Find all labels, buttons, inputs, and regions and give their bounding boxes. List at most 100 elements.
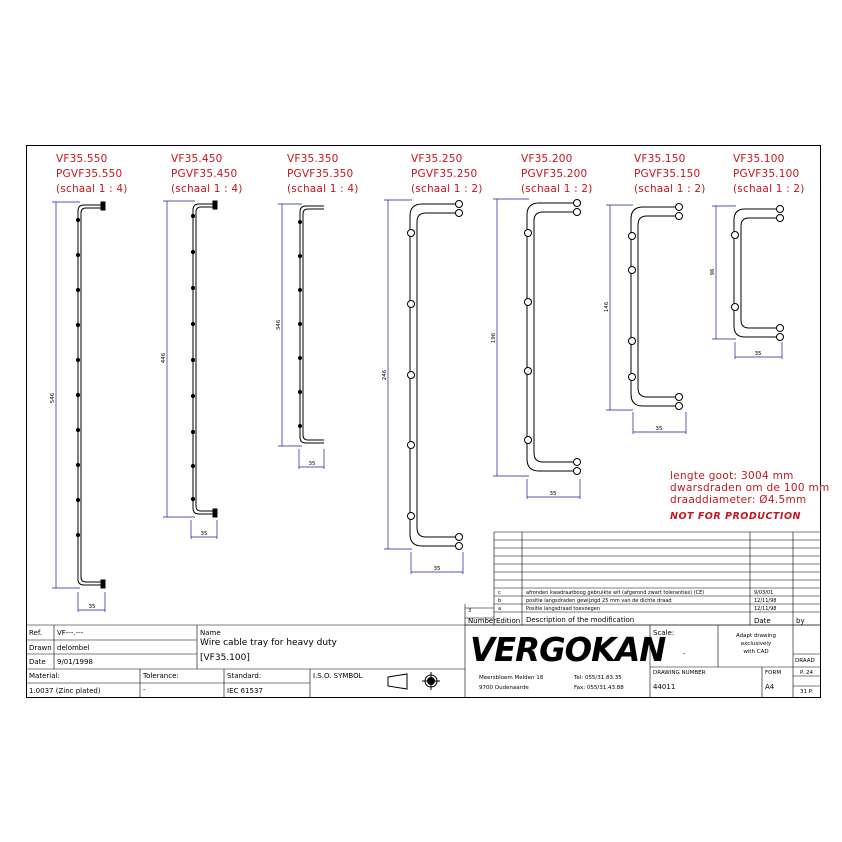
name-label: Name [200, 629, 221, 637]
revision-text: afronden kwadraatboog gebruikte wit (afg… [526, 590, 705, 596]
width-dim-vf35-450: 35 [201, 531, 208, 537]
dimension-labels: 546 35 446 35 346 35 246 35 196 35 146 3… [50, 268, 762, 610]
revision-header-by: by [796, 617, 805, 625]
revision-date: 12/11/98 [754, 606, 777, 612]
dimension-lines-vf35-150 [606, 204, 687, 434]
part-code: VF35.150 [634, 153, 686, 165]
company-address-1: Meersbloem Melden 18 [479, 675, 544, 681]
revision-header-edition: Edition [496, 617, 521, 625]
part-code: VF35.100 [733, 153, 785, 165]
height-dim-vf35-200: 196 [491, 332, 497, 343]
revision-letter: b [498, 598, 502, 604]
drawing-number-label: DRAWING NUMBER [653, 670, 706, 676]
width-dim-vf35-200: 35 [550, 491, 557, 497]
width-dim-vf35-550: 35 [89, 604, 96, 610]
profile-vf35-100 [731, 205, 784, 341]
part-code: VF35.450 [171, 153, 223, 165]
part-code: VF35.350 [287, 153, 339, 165]
revision-letter: a [498, 606, 502, 612]
revision-text: positie langsdraden gewijzigd 25 mm van … [526, 598, 672, 604]
revision-number: 3 [468, 608, 472, 614]
dimension-lines-vf35-350 [278, 203, 325, 469]
part-pcode: PGVF35.450 [171, 168, 238, 180]
form-label: FORM [765, 670, 782, 676]
part-pcode: PGVF35.250 [411, 168, 478, 180]
part-scale: (schaal 1 : 4) [171, 183, 243, 195]
part-header-vf35-250: VF35.250 PGVF35.250 (schaal 1 : 2) [411, 152, 483, 197]
height-dim-vf35-350: 346 [276, 319, 282, 330]
part-pcode: PGVF35.550 [56, 168, 123, 180]
profile-vf35-150 [628, 203, 683, 410]
revision-header-number: Number [468, 617, 497, 625]
part-pcode: PGVF35.150 [634, 168, 701, 180]
dimension-lines-vf35-550 [52, 201, 106, 612]
company-address-2: 9700 Oudenaarde [479, 685, 529, 691]
scale-value: - [683, 650, 686, 658]
revision-date: 12/11/98 [754, 598, 777, 604]
part-header-vf35-550: VF35.550 PGVF35.550 (schaal 1 : 4) [56, 152, 128, 197]
dimension-lines-vf35-250 [384, 199, 464, 574]
part-scale: (schaal 1 : 2) [521, 183, 593, 195]
width-dim-vf35-150: 35 [656, 426, 663, 432]
scale-label: Scale: [653, 629, 675, 637]
adapt-note: Adapt drawing exclusively with CAD [718, 632, 794, 656]
standard-value: IEC 61537 [227, 687, 263, 695]
part-header-vf35-350: VF35.350 PGVF35.350 (schaal 1 : 4) [287, 152, 359, 197]
tolerance-value: - [143, 686, 146, 694]
width-dim-vf35-100: 35 [755, 351, 762, 357]
material-value: 1.0037 (Zinc plated) [29, 687, 101, 695]
height-dim-vf35-450: 446 [161, 352, 167, 363]
notes-block: lengte goot: 3004 mm dwarsdraden om de 1… [670, 470, 830, 506]
part-scale: (schaal 1 : 4) [287, 183, 359, 195]
profile-vf35-350 [298, 205, 324, 444]
adapt-line-2: exclusively [740, 641, 772, 647]
part-header-vf35-150: VF35.150 PGVF35.150 (schaal 1 : 2) [634, 152, 706, 197]
width-dim-vf35-250: 35 [434, 566, 441, 572]
revision-header-date: Date [754, 617, 771, 625]
ref-value: VF---.--- [57, 629, 84, 637]
profile-vf35-550 [75, 201, 106, 589]
profile-vf35-450 [190, 200, 218, 518]
drawing-number-value: 44011 [653, 683, 676, 691]
part-scale: (schaal 1 : 2) [733, 183, 805, 195]
note-diameter: draaddiameter: Ø4.5mm [670, 494, 807, 506]
name-line-2: [VF35.100] [200, 653, 250, 663]
date-label: Date [29, 658, 46, 666]
revision-header-description: Description of the modification [526, 616, 635, 624]
dimension-lines-vf35-450 [163, 200, 218, 539]
profile-vf35-250 [407, 200, 463, 550]
height-dim-vf35-100: 96 [710, 268, 716, 275]
sheet-frame [26, 145, 821, 698]
part-pcode: PGVF35.350 [287, 168, 354, 180]
height-dim-vf35-550: 546 [50, 392, 56, 403]
iso-projection-symbol-icon [387, 672, 440, 690]
part-header-vf35-100: VF35.100 PGVF35.100 (schaal 1 : 2) [733, 152, 805, 197]
adapt-line-1: Adapt drawing [735, 633, 777, 639]
not-for-production-stamp: NOT FOR PRODUCTION [670, 511, 801, 522]
note-length: lengte goot: 3004 mm [670, 470, 794, 482]
adapt-line-3: with CAD [743, 649, 769, 655]
height-dim-vf35-150: 146 [604, 301, 610, 312]
page-number: P. 24 [800, 670, 813, 676]
part-scale: (schaal 1 : 2) [411, 183, 483, 195]
width-dim-vf35-350: 35 [309, 461, 316, 467]
date-value: 9/01/1998 [57, 658, 93, 666]
part-scale: (schaal 1 : 4) [56, 183, 128, 195]
part-header-vf35-450: VF35.450 PGVF35.450 (schaal 1 : 4) [171, 152, 243, 197]
note-crosswires: dwarsdraden om de 100 mm [670, 482, 830, 494]
part-code: VF35.250 [411, 153, 463, 165]
material-label: Material: [29, 672, 60, 680]
sheet-count: 31 P. [800, 689, 813, 695]
form-value: A4 [765, 683, 775, 691]
part-pcode: PGVF35.200 [521, 168, 588, 180]
part-pcode: PGVF35.100 [733, 168, 800, 180]
tolerance-label: Tolerance: [143, 672, 179, 680]
revision-text: Positie langsdraad toevoegen [526, 606, 601, 612]
part-header-vf35-200: VF35.200 PGVF35.200 (schaal 1 : 2) [521, 152, 593, 197]
standard-label: Standard: [227, 672, 262, 680]
revision-letter: c [498, 590, 501, 596]
ref-label: Ref. [29, 629, 43, 637]
company-tel: Tel: 055/31.83.35 [574, 675, 622, 681]
